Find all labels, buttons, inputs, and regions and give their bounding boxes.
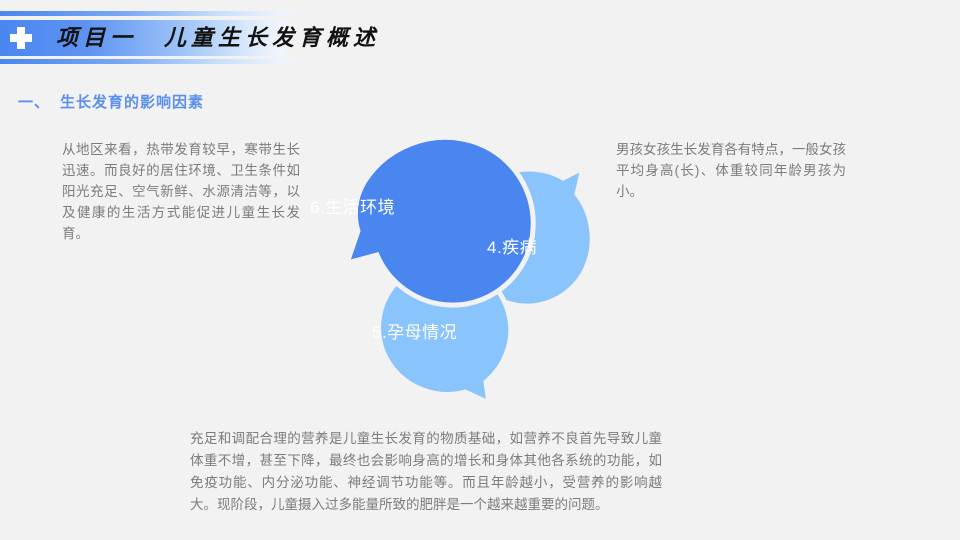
right-body-paragraph: 男孩女孩生长发育各有特点，一般女孩平均身高(长)、体重较同年龄男孩为小。 bbox=[616, 142, 846, 199]
section-number: 一、 bbox=[18, 94, 51, 111]
section-heading: 一、生长发育的影响因素 bbox=[18, 91, 204, 112]
slide-header: 项目一 儿童生长发育概述 bbox=[0, 0, 960, 72]
bubble-environment[interactable] bbox=[343, 134, 536, 308]
section-title: 生长发育的影响因素 bbox=[60, 94, 205, 111]
plus-cross-icon bbox=[10, 27, 32, 49]
bubble-diagram: 6.生活环境 4.疾病 5.孕母情况 bbox=[290, 120, 620, 420]
bubble-diagram-svg bbox=[343, 134, 595, 408]
header-band-main bbox=[0, 20, 290, 56]
bubble-label-disease: 4.疾病 bbox=[487, 238, 538, 257]
bubble-label-environment: 6.生活环境 bbox=[310, 198, 396, 217]
header-accent-line-top bbox=[0, 11, 305, 16]
left-body-paragraph: 从地区来看，热带发育较早，寒带生长迅速。而良好的居住环境、卫生条件如阳光充足、空… bbox=[62, 142, 300, 241]
page-title: 项目一 儿童生长发育概述 bbox=[56, 25, 381, 51]
bottom-body-paragraph: 充足和调配合理的营养是儿童生长发育的物质基础，如营养不良首先导致儿童体重不增，甚… bbox=[190, 431, 662, 512]
bubble-label-pregnancy: 5.孕母情况 bbox=[372, 323, 458, 342]
header-accent-line-bottom bbox=[0, 59, 305, 64]
